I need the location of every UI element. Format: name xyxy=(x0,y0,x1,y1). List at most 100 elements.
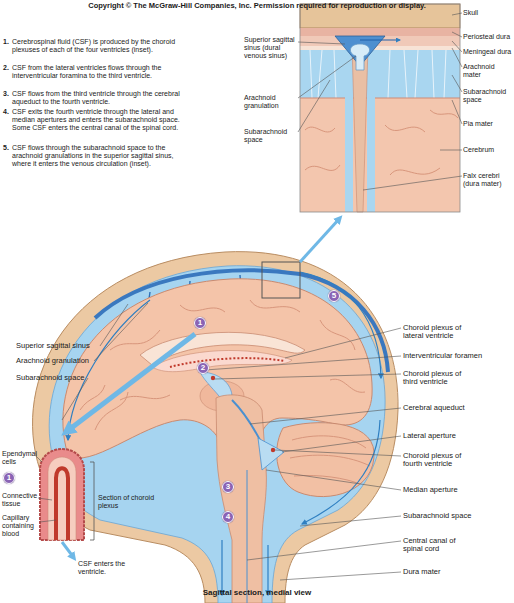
part-label: Falx cerebri (dura mater) xyxy=(463,172,514,188)
leader-line xyxy=(280,572,401,580)
leader-line xyxy=(285,328,401,358)
ependymal-layer xyxy=(40,449,84,540)
step-text: CSF flows through the subarachnoid space… xyxy=(12,144,194,167)
choroid-plexus xyxy=(271,448,275,452)
cerebellum xyxy=(277,423,374,497)
part-label: Choroid plexus of fourth ventricle xyxy=(403,452,475,469)
leader-line xyxy=(452,32,462,37)
flow-arrow xyxy=(221,540,222,595)
part-label: CSF enters the ventricle. xyxy=(78,560,148,576)
periosteal-dura-layer xyxy=(300,28,460,36)
part-label: Subarachnoid space xyxy=(16,374,116,382)
callout-number: 1 xyxy=(3,472,15,484)
part-label: Subarachnoid space xyxy=(403,512,511,520)
part-label: Choroid plexus of third ventricle xyxy=(403,370,475,387)
choroid-plexus xyxy=(211,376,215,380)
leader-line xyxy=(62,378,88,420)
part-label: Subarachnoid space xyxy=(244,128,298,144)
falx-cerebri xyxy=(352,46,368,212)
part-label: Dura mater xyxy=(403,568,511,576)
leader-line xyxy=(298,56,356,98)
callout-text: 3 xyxy=(226,482,230,491)
step-text: CSF from the lateral ventricles flows th… xyxy=(12,64,194,80)
skull-outline xyxy=(33,252,399,603)
step-text: CSF exits the fourth ventricle through t… xyxy=(12,108,194,131)
part-label: Cerebrum xyxy=(463,146,514,154)
leader-line xyxy=(363,176,462,190)
part-label: Median aperture xyxy=(403,486,511,494)
flow-arrow xyxy=(267,545,268,595)
callout-number: 3 xyxy=(222,481,234,493)
part-label: Cerebral aqueduct xyxy=(403,404,511,412)
leader-line xyxy=(452,13,462,15)
part-label: Arachnoid mater xyxy=(463,63,514,79)
bracket xyxy=(90,462,94,540)
part-label: Capillary containing blood xyxy=(2,514,42,537)
callout-number: 5 xyxy=(328,290,340,302)
step-number: 3. xyxy=(3,90,13,98)
part-label: Arachnoid granulation xyxy=(244,94,298,110)
leader-line xyxy=(452,48,462,67)
leader-line xyxy=(452,75,462,92)
cerebrum-tissue xyxy=(300,98,460,212)
arachnoid-granulation xyxy=(350,44,369,70)
head-section xyxy=(33,218,399,603)
arachnoid-trabeculae xyxy=(310,50,446,98)
callout-text: 5 xyxy=(332,291,336,300)
leader-line xyxy=(298,80,330,132)
cerebellar-folia xyxy=(290,436,370,484)
step-text: Cerebrospinal fluid (CSF) is produced by… xyxy=(12,38,194,54)
callout-number: 2 xyxy=(197,362,209,374)
step-number: 4. xyxy=(3,108,13,116)
flow-arrow xyxy=(360,40,400,41)
part-label: Meningeal dura xyxy=(463,48,514,56)
part-label: Subarachnoid space xyxy=(463,88,514,104)
flow-arrow xyxy=(62,542,74,558)
subarachnoid-layer xyxy=(300,50,460,98)
callout-number: 1 xyxy=(194,317,206,329)
leader-line xyxy=(94,303,148,361)
cerebral-aqueduct xyxy=(232,400,260,440)
zoom-arrow xyxy=(300,218,340,262)
leader-line xyxy=(250,408,401,424)
callout-text: 1 xyxy=(198,318,202,327)
leader-line xyxy=(38,498,52,500)
inset-border xyxy=(300,4,460,212)
leader-line xyxy=(282,436,401,452)
leader-line xyxy=(40,520,56,522)
callout-number: 4 xyxy=(222,511,234,523)
part-label: Pia mater xyxy=(463,120,514,128)
part-label: Connective tissue xyxy=(2,492,42,508)
leader-line xyxy=(452,100,462,124)
pia-mater-line xyxy=(300,97,460,98)
figure-caption: Sagittal section, medial view xyxy=(0,588,514,597)
arachnoid-layer xyxy=(300,46,460,50)
step-number: 1. xyxy=(3,38,13,46)
central-canal xyxy=(247,470,248,603)
leader-line xyxy=(205,356,401,370)
step-number: 5. xyxy=(3,144,13,152)
capillary xyxy=(56,468,68,540)
callout-text: 1 xyxy=(7,473,11,482)
leader-line xyxy=(300,516,401,526)
brainstem-spinal-cord xyxy=(216,395,266,603)
part-label: Central canal of spinal cord xyxy=(403,537,475,554)
part-label: Skull xyxy=(463,9,514,17)
callout-text: 4 xyxy=(226,512,230,521)
leader-line xyxy=(298,42,345,44)
zoom-box xyxy=(262,262,300,298)
part-label: Periosteal dura xyxy=(463,33,514,41)
leader-line xyxy=(275,450,401,456)
part-label: Section of choroid plexus xyxy=(98,494,158,510)
part-label: Arachnoid granulation xyxy=(16,357,116,365)
gyrus-line xyxy=(305,110,458,175)
callout-text: 2 xyxy=(201,363,205,372)
part-label: Interventricular foramen xyxy=(403,352,511,360)
step-number: 2. xyxy=(3,64,13,72)
choroid-inset xyxy=(40,449,94,558)
connective-tissue xyxy=(48,457,76,540)
leader-line xyxy=(247,541,401,560)
